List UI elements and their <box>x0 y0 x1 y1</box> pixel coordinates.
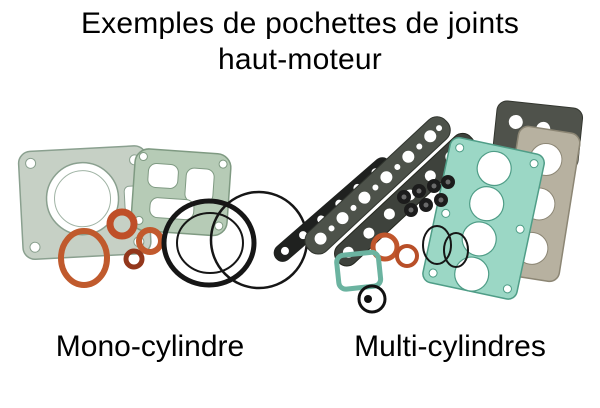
o-ring-orange <box>136 227 164 255</box>
o-ring-orange-large <box>58 228 110 288</box>
figure-title: Exemples de pochettes de joints haut-mot… <box>0 6 600 78</box>
o-ring-orange <box>106 208 138 240</box>
washer-ring <box>357 284 387 314</box>
valve-stem-seals <box>397 175 455 217</box>
rocker-cover-gasket <box>130 148 232 237</box>
mono-cylinder-kit <box>17 145 309 290</box>
cylinder-head-gasket <box>17 145 152 260</box>
multi-cylinder-kit <box>273 100 584 314</box>
o-ring-black-thin <box>443 232 469 268</box>
o-ring-black-thin <box>422 225 452 265</box>
small-square-gasket <box>334 249 384 292</box>
o-ring-black-thin <box>176 212 244 274</box>
o-ring-orange <box>370 232 400 262</box>
cam-cover-gasket-strip <box>304 116 451 255</box>
o-ring-black-thick <box>161 198 257 288</box>
title-line-2: haut-moteur <box>218 43 382 76</box>
caption-mono-cylindre: Mono-cylindre <box>55 330 245 363</box>
caption-multi-cylindres: Multi-cylindres <box>354 330 546 363</box>
title-line-1: Exemples de pochettes de joints <box>80 7 520 40</box>
o-ring-red-small <box>123 248 145 270</box>
o-ring-orange <box>395 244 419 268</box>
